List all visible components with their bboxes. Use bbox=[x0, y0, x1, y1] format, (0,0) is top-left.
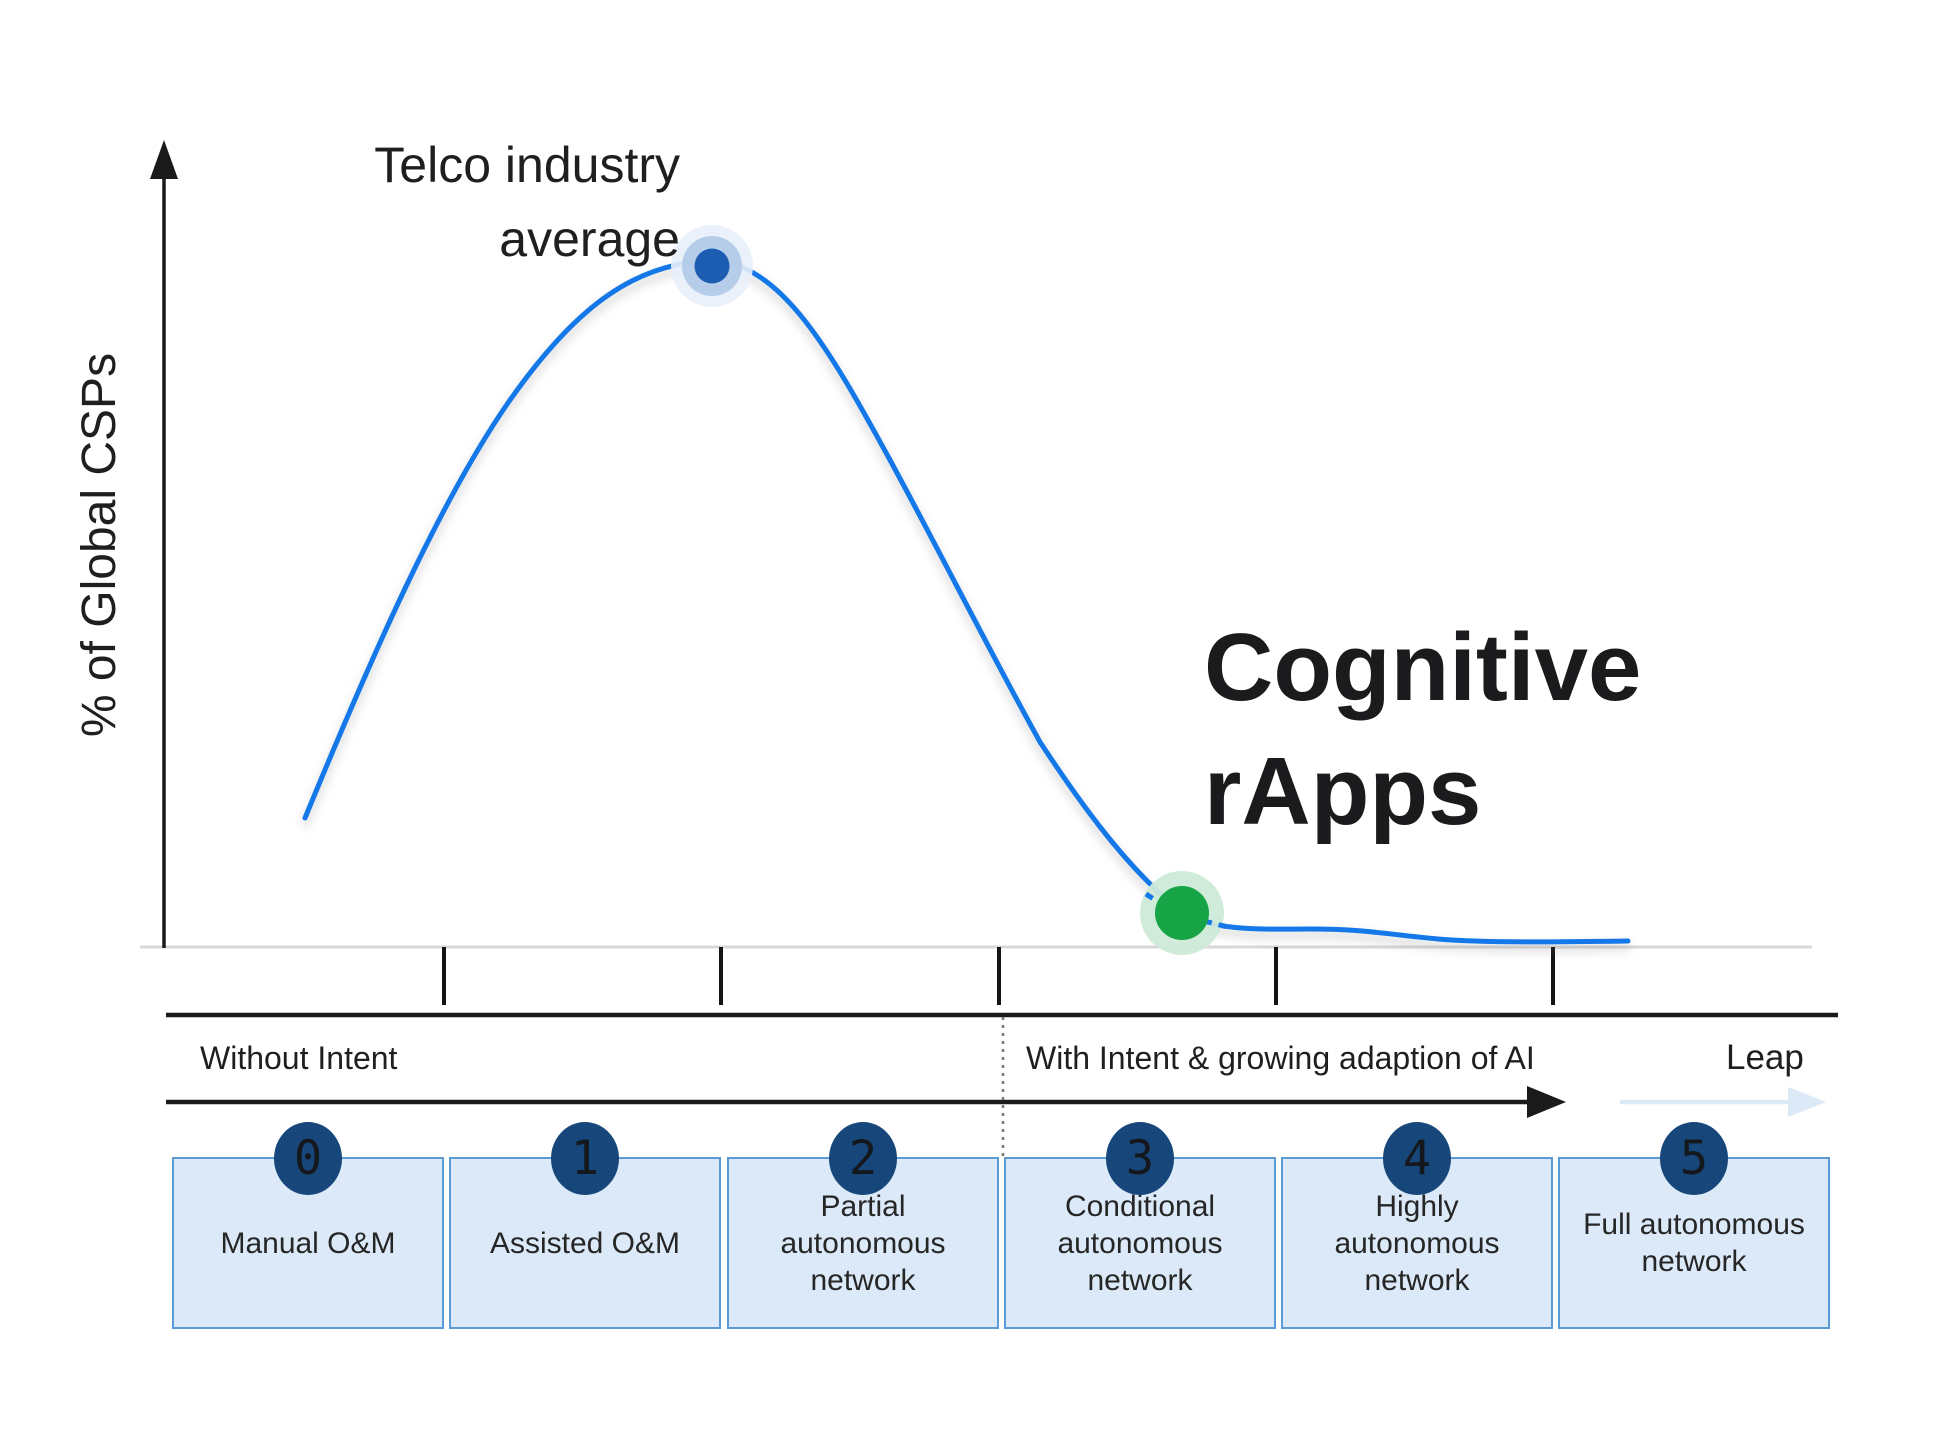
level-number: 3 bbox=[1125, 1131, 1155, 1186]
tail-marker-center bbox=[1155, 886, 1209, 940]
level-label: Manual O&M bbox=[220, 1226, 396, 1260]
level-label: Partial autonomous network bbox=[780, 1189, 946, 1297]
peak-marker-center bbox=[694, 248, 730, 284]
level-number: 5 bbox=[1679, 1131, 1709, 1186]
tail-annotation: Cognitive rApps bbox=[1204, 606, 1641, 854]
level-box-1: 1 Assisted O&M bbox=[449, 1122, 721, 1329]
level-box-2: 2 Partial autonomous network bbox=[727, 1122, 999, 1329]
level-label: Conditional autonomous network bbox=[1057, 1189, 1223, 1297]
leap-right-arrow-icon bbox=[1788, 1087, 1826, 1117]
level-number-badge: 5 bbox=[1660, 1122, 1728, 1195]
without-intent-label: Without Intent bbox=[200, 1040, 398, 1076]
level-number-badge: 3 bbox=[1106, 1122, 1174, 1195]
level-box-0: 0 Manual O&M bbox=[172, 1122, 444, 1329]
curve-dash-right bbox=[1203, 918, 1229, 930]
peak-annotation: Telco industry average bbox=[280, 128, 680, 276]
level-number-badge: 4 bbox=[1383, 1122, 1451, 1195]
csp-distribution-curve bbox=[302, 258, 1631, 945]
peak-annotation-line2: average bbox=[499, 211, 680, 267]
level-box-3: 3 Conditional autonomous network bbox=[1004, 1122, 1276, 1329]
level-label: Highly autonomous network bbox=[1334, 1189, 1500, 1297]
region-right-arrow-icon bbox=[1527, 1086, 1566, 1118]
y-axis-up-arrow-icon bbox=[150, 140, 178, 179]
leap-label: Leap bbox=[1726, 1038, 1804, 1077]
level-number-badge: 0 bbox=[274, 1122, 342, 1195]
level-box-5: 5 Full autonomous network bbox=[1558, 1122, 1830, 1329]
peak-marker-dot bbox=[671, 225, 753, 307]
with-intent-label: With Intent & growing adaption of AI bbox=[1026, 1040, 1535, 1076]
level-number: 4 bbox=[1402, 1131, 1432, 1186]
y-axis-label: % of Global CSPs bbox=[73, 352, 126, 738]
level-box-4: 4 Highly autonomous network bbox=[1281, 1122, 1553, 1329]
level-number: 1 bbox=[570, 1131, 600, 1186]
level-label: Assisted O&M bbox=[489, 1226, 681, 1260]
level-number-badge: 1 bbox=[551, 1122, 619, 1195]
level-label: Full autonomous network bbox=[1583, 1208, 1805, 1278]
peak-annotation-line1: Telco industry bbox=[374, 137, 680, 193]
tail-annotation-line1: Cognitive bbox=[1204, 614, 1642, 721]
level-number-badge: 2 bbox=[829, 1122, 897, 1195]
level-number: 0 bbox=[293, 1131, 323, 1186]
tail-annotation-line2: rApps bbox=[1204, 738, 1482, 845]
x-axis-ticks bbox=[442, 947, 1555, 1005]
tail-marker-dot bbox=[1140, 871, 1229, 955]
level-number: 2 bbox=[848, 1131, 878, 1186]
